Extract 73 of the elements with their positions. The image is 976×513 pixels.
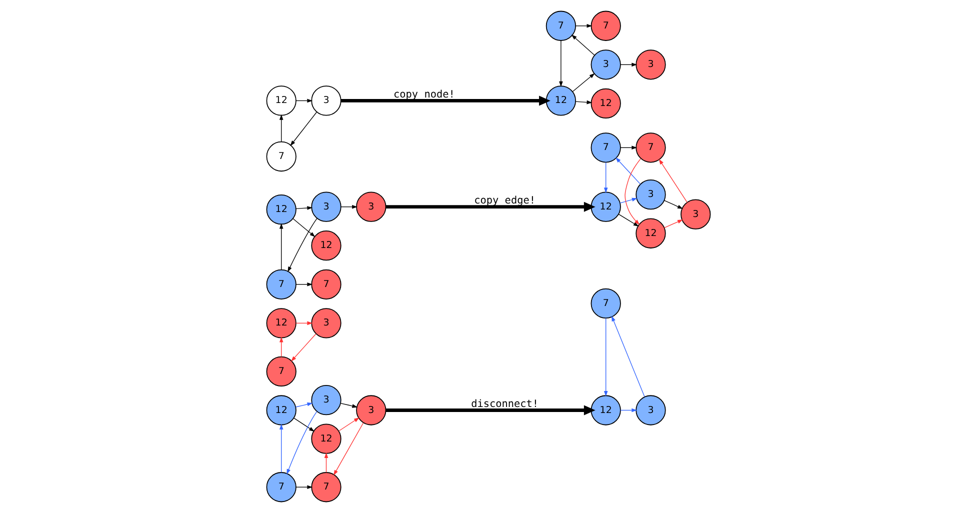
node-circle: 3 bbox=[635, 395, 666, 426]
node-circle: 12 bbox=[590, 88, 620, 118]
node-circle: 3 bbox=[635, 50, 666, 80]
arrow bbox=[663, 220, 683, 228]
arrow bbox=[618, 214, 638, 227]
arrow bbox=[572, 73, 594, 92]
arrow bbox=[295, 98, 312, 103]
arrow bbox=[624, 158, 641, 225]
node-circle: 7 bbox=[590, 10, 620, 41]
edge-label: copy_node! bbox=[393, 89, 454, 100]
node-circle: 12 bbox=[590, 395, 620, 426]
arrow bbox=[620, 146, 637, 150]
arrow bbox=[292, 218, 315, 238]
arrow bbox=[340, 204, 357, 209]
node-circle: 12 bbox=[266, 86, 296, 116]
arrow bbox=[278, 424, 283, 473]
arrow bbox=[385, 202, 595, 212]
node-circle: 7 bbox=[635, 132, 666, 163]
arrow bbox=[619, 198, 637, 204]
arrow bbox=[295, 485, 312, 490]
arrow bbox=[570, 34, 594, 56]
node-circle: 7 bbox=[266, 269, 296, 300]
node-circle: 3 bbox=[680, 199, 710, 230]
arrow bbox=[295, 282, 312, 286]
arrow bbox=[295, 321, 312, 326]
node-circle: 3 bbox=[310, 308, 341, 338]
edge-label: copy_edge! bbox=[474, 195, 535, 206]
node-circle: 12 bbox=[310, 424, 341, 454]
arrow bbox=[293, 418, 314, 432]
node-circle: 12 bbox=[310, 230, 341, 261]
node-circle: 3 bbox=[635, 180, 666, 210]
arrow bbox=[558, 40, 562, 87]
arrow bbox=[278, 223, 283, 270]
arrow bbox=[333, 422, 364, 476]
arrow bbox=[286, 411, 317, 475]
arrow bbox=[294, 402, 312, 408]
arrow bbox=[611, 316, 644, 398]
node-circle: 12 bbox=[590, 192, 620, 222]
node-circle: 3 bbox=[310, 384, 341, 416]
node-circle: 7 bbox=[310, 472, 341, 502]
arrow bbox=[385, 405, 595, 416]
arrow bbox=[663, 200, 683, 209]
arrow bbox=[658, 159, 688, 203]
arrow bbox=[324, 452, 328, 473]
arrow bbox=[290, 112, 317, 146]
node-circle: 7 bbox=[266, 472, 296, 502]
arrow bbox=[287, 218, 317, 272]
node-circle: 7 bbox=[590, 288, 620, 318]
arrow bbox=[290, 334, 316, 362]
node-circle: 3 bbox=[590, 50, 620, 80]
arrow bbox=[340, 402, 358, 408]
arrow bbox=[574, 100, 592, 104]
arrow bbox=[338, 417, 359, 432]
arrow bbox=[620, 408, 637, 412]
arrow bbox=[603, 318, 608, 396]
arrow bbox=[278, 114, 283, 142]
arrow bbox=[615, 157, 640, 185]
arrow bbox=[278, 336, 283, 358]
node-circle: 12 bbox=[545, 86, 576, 116]
node-circle: 3 bbox=[356, 395, 386, 426]
arrow bbox=[340, 96, 550, 106]
node-circle: 7 bbox=[310, 269, 341, 300]
node-circle: 3 bbox=[310, 86, 341, 116]
arrow bbox=[620, 62, 637, 67]
edge-label: disconnect! bbox=[470, 398, 538, 410]
node-circle: 12 bbox=[266, 395, 296, 426]
node-circle: 12 bbox=[266, 194, 296, 225]
node-circle: 12 bbox=[266, 308, 296, 338]
arrow bbox=[603, 162, 608, 194]
arrow bbox=[295, 206, 312, 210]
node-circle: 3 bbox=[310, 192, 341, 222]
arrow bbox=[574, 24, 592, 28]
node-circle: 3 bbox=[356, 192, 386, 222]
